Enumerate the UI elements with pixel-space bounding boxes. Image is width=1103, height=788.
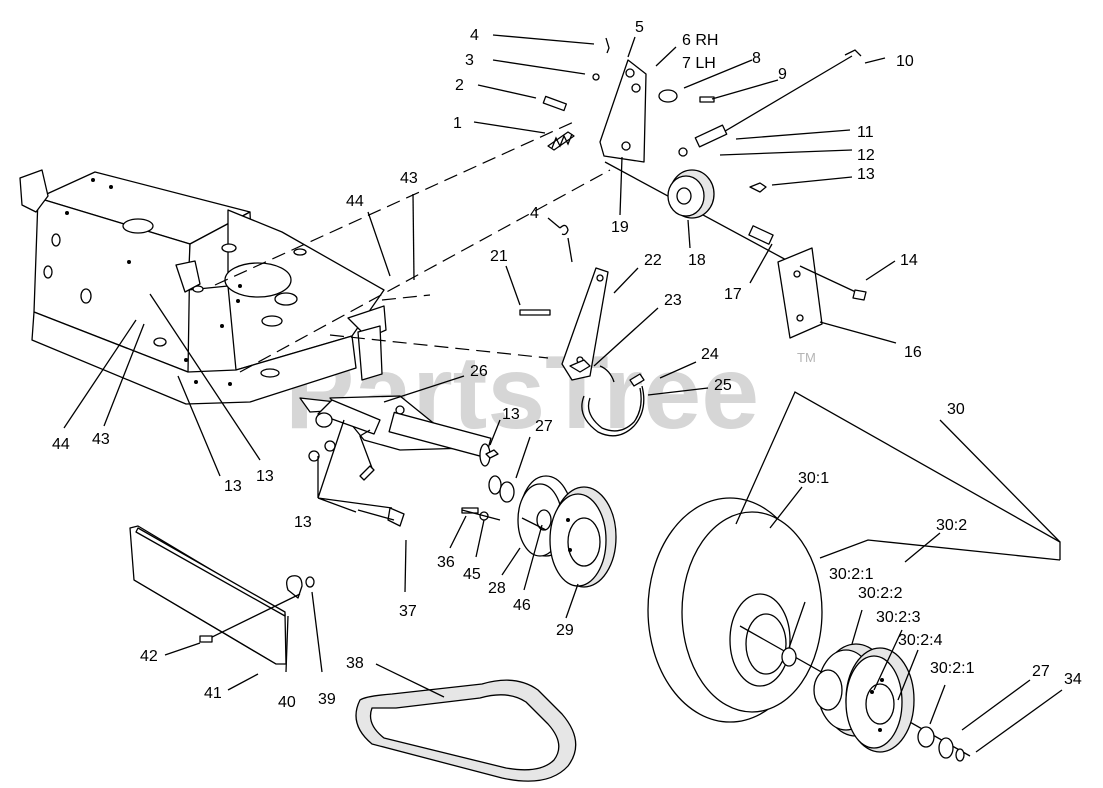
pulley-assembly — [461, 475, 617, 588]
upper-linkage — [542, 37, 867, 339]
callout-4-mid: 4 — [530, 205, 539, 222]
callout-41: 41 — [204, 685, 222, 702]
callout-30-1: 30:1 — [798, 470, 829, 487]
callout-46: 46 — [513, 597, 531, 614]
callout-34: 34 — [1064, 671, 1082, 688]
rear-guard — [129, 507, 405, 665]
callout-9: 9 — [778, 66, 787, 83]
callout-42: 42 — [140, 648, 158, 665]
drive-belt — [355, 679, 577, 782]
callout-3: 3 — [465, 52, 474, 69]
callout-13-left-b: 13 — [256, 468, 274, 485]
watermark: PartsTree — [285, 335, 759, 451]
callout-17: 17 — [724, 286, 742, 303]
callout-38: 38 — [346, 655, 364, 672]
callout-labels: 4 5 3 6 RH 7 LH 8 9 10 2 1 11 12 13 19 1… — [52, 19, 1082, 711]
callout-43: 43 — [400, 170, 418, 187]
callout-1: 1 — [453, 115, 462, 132]
callout-30-2-1-right: 30:2:1 — [930, 660, 975, 677]
callout-12: 12 — [857, 147, 875, 164]
callout-30-2-1: 30:2:1 — [829, 566, 874, 583]
callout-13-low: 13 — [294, 514, 312, 531]
callout-19: 19 — [611, 219, 629, 236]
callout-22: 22 — [644, 252, 662, 269]
callout-13-left-a: 13 — [224, 478, 242, 495]
leader-lines — [63, 34, 1063, 753]
callout-8: 8 — [752, 50, 761, 67]
callout-21: 21 — [490, 248, 508, 265]
callout-7-lh: 7 LH — [682, 55, 716, 72]
assembly-center-lines — [214, 119, 611, 373]
callout-5: 5 — [635, 19, 644, 36]
watermark-trademark: TM — [797, 350, 816, 365]
callout-25: 25 — [714, 377, 732, 394]
callout-43-left: 43 — [92, 431, 110, 448]
callout-18: 18 — [688, 252, 706, 269]
callout-30: 30 — [947, 401, 965, 418]
callout-4: 4 — [470, 27, 479, 44]
callout-6-rh: 6 RH — [682, 32, 718, 49]
callout-37: 37 — [399, 603, 417, 620]
callout-11: 11 — [857, 124, 874, 141]
callout-23: 23 — [664, 292, 682, 309]
callout-27-right: 27 — [1032, 663, 1050, 680]
callout-30-2-4: 30:2:4 — [898, 632, 943, 649]
callout-13-mid: 13 — [502, 406, 520, 423]
callout-44-left: 44 — [52, 436, 70, 453]
callout-27: 27 — [535, 418, 553, 435]
callout-39: 39 — [318, 691, 336, 708]
callout-14: 14 — [900, 252, 918, 269]
callout-30-2-2: 30:2:2 — [858, 585, 903, 602]
callout-30-2-3: 30:2:3 — [876, 609, 921, 626]
callout-24: 24 — [701, 346, 719, 363]
callout-2: 2 — [455, 77, 464, 94]
callout-30-2: 30:2 — [936, 517, 967, 534]
callout-44: 44 — [346, 193, 364, 210]
callout-13: 13 — [857, 166, 875, 183]
frame-chassis — [19, 169, 387, 405]
wheel-assembly — [647, 391, 1061, 762]
callout-29: 29 — [556, 622, 574, 639]
callout-28: 28 — [488, 580, 506, 597]
callout-40: 40 — [278, 694, 296, 711]
callout-10: 10 — [896, 53, 914, 70]
callout-26: 26 — [470, 363, 488, 380]
callout-36: 36 — [437, 554, 455, 571]
callout-16: 16 — [904, 344, 922, 361]
callout-45: 45 — [463, 566, 481, 583]
